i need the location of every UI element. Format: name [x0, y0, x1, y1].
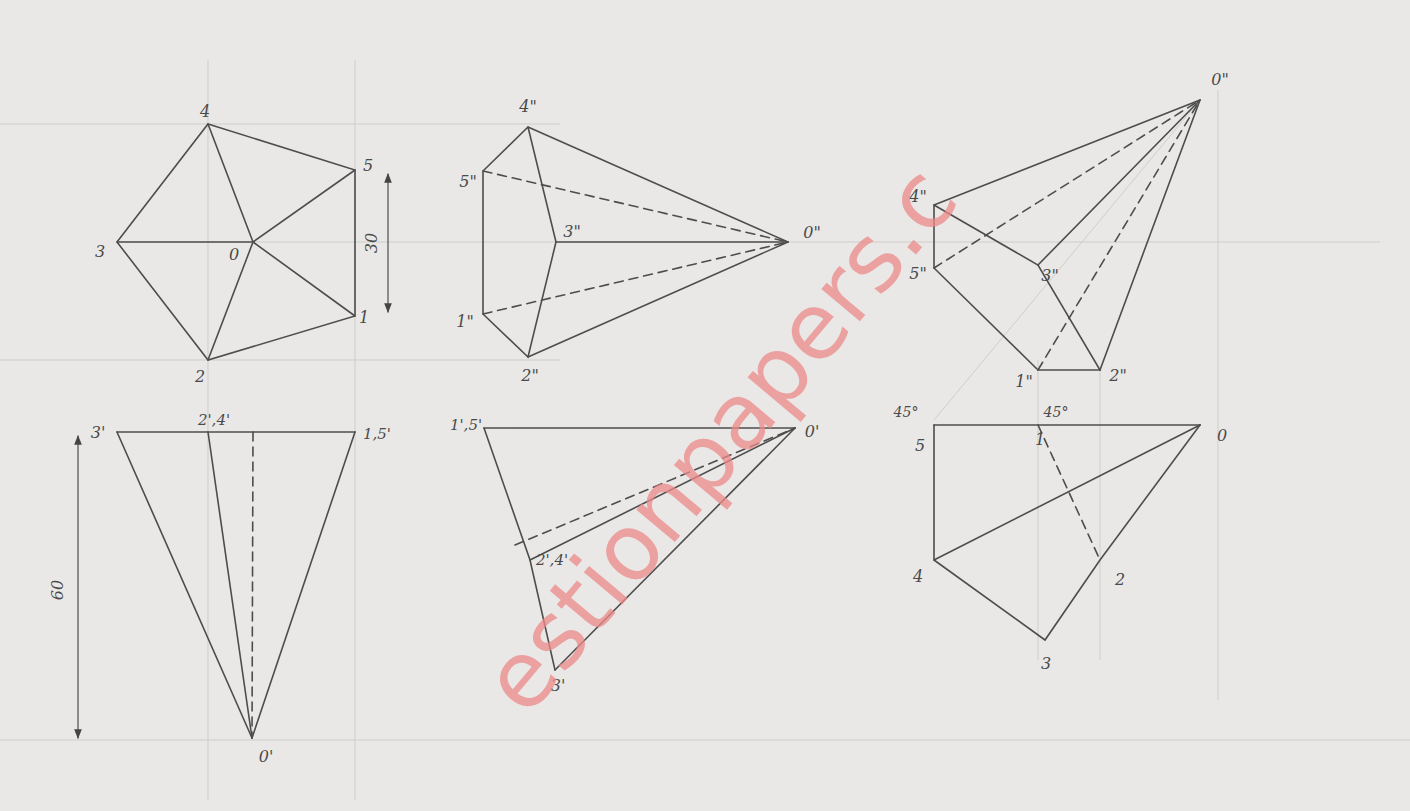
point-label: 3 — [95, 244, 105, 260]
view-one — [78, 124, 388, 738]
point-label: 1 — [1035, 432, 1045, 448]
point-label: 0" — [803, 225, 821, 241]
point-label: 4 — [200, 104, 210, 120]
point-label: 2" — [1109, 368, 1127, 384]
construction-lines — [0, 60, 1410, 800]
point-label: 1 — [359, 310, 369, 326]
point-label: 0 — [1217, 428, 1227, 444]
point-label: 1" — [456, 314, 474, 330]
point-label: 5 — [915, 438, 925, 454]
point-label: 2" — [521, 368, 539, 384]
point-label: 0 — [229, 247, 239, 263]
point-label: 45° — [1044, 405, 1069, 419]
point-label: 2',4' — [198, 413, 230, 428]
point-label: 3' — [91, 425, 106, 441]
point-label: 5 — [363, 158, 373, 174]
point-label: 2 — [195, 369, 205, 385]
view-three — [934, 100, 1200, 640]
watermark: estionpapers.c — [467, 151, 972, 728]
point-label: 1" — [1015, 374, 1033, 390]
point-label: 1',5' — [450, 418, 482, 433]
point-label: 45° — [894, 405, 919, 419]
point-label: 2 — [1115, 572, 1125, 588]
point-label: 5" — [459, 174, 477, 190]
point-label: 0' — [259, 749, 274, 765]
point-label: 0' — [805, 424, 820, 440]
point-label: 4 — [913, 569, 923, 585]
point-label: 1,5' — [363, 427, 391, 442]
point-label: 3 — [1041, 656, 1051, 672]
point-label: 4" — [519, 99, 537, 115]
point-label: 0" — [1211, 72, 1229, 88]
dimension-text: 60 — [50, 580, 66, 600]
dimension-text: 30 — [364, 233, 380, 253]
point-label: 3" — [563, 224, 581, 240]
point-label: 3" — [1041, 268, 1059, 284]
